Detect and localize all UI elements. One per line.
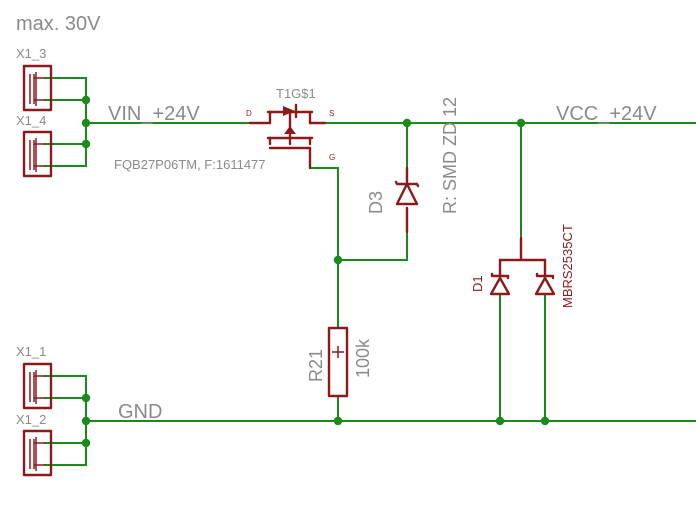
mosfet-t1: [248, 103, 327, 170]
junction-9: [81, 438, 91, 448]
resistor-body: [327, 326, 349, 398]
diode-right-triangle-icon: [534, 276, 556, 296]
resistor-r21: [327, 326, 349, 398]
resistor-name: R21: [306, 349, 326, 382]
mosfet-pin-g: G: [329, 153, 335, 162]
junction-6: [333, 255, 343, 265]
mosfet-pin-s: S: [329, 109, 334, 118]
resistor-value: 100k: [353, 338, 373, 378]
connector-x1-2-label: X1_2: [16, 412, 46, 427]
connector-x1-3: [22, 64, 53, 112]
mosfet-value: FQB27P06TM, F:1611477: [114, 157, 266, 172]
mosfet-name: T1G$1: [276, 86, 316, 101]
connector-x1-3-label: X1_3: [16, 46, 46, 61]
diode-right-bar-icon: [535, 272, 555, 280]
zener-d3: [394, 166, 420, 234]
connector-x1-4-body: [22, 130, 53, 178]
connector-x1-1-body: [22, 362, 53, 410]
junction-5: [516, 118, 526, 128]
junction-12: [540, 416, 550, 426]
mosfet-arrow-icon: [284, 126, 296, 134]
connector-x1-2: [22, 429, 53, 477]
net-label-gnd: GND: [118, 401, 162, 423]
junction-2: [81, 118, 91, 128]
max-voltage-label: max. 30V: [16, 13, 101, 35]
net-label-vcc: VCC_+24V: [556, 103, 657, 125]
diode-name: D1: [470, 275, 485, 292]
wires: [44, 77, 696, 466]
junction-10: [333, 416, 343, 426]
zener-value: R: SMD ZD 12: [440, 97, 460, 214]
zener-name: D3: [366, 191, 386, 214]
connector-x1-3-body: [22, 64, 53, 112]
junctions: [81, 95, 550, 448]
junction-4: [402, 118, 412, 128]
zener-triangle-icon: [395, 182, 419, 206]
connector-x1-1-label: X1_1: [16, 344, 46, 359]
connector-x1-4-label: X1_4: [16, 113, 46, 128]
junction-3: [81, 139, 91, 149]
junction-11: [495, 416, 505, 426]
diode-left-bar-icon: [490, 272, 510, 280]
mosfet-pin-d: D: [246, 109, 252, 118]
junction-1: [81, 95, 91, 105]
mosfet-body-diode-icon: [283, 106, 295, 116]
net-label-vin: VIN_+24V: [108, 103, 200, 125]
diode-value: MBRS2535CT: [560, 224, 575, 308]
connector-x1-2-body: [22, 429, 53, 477]
diode-d1: [489, 236, 556, 296]
zener-bar-icon: [394, 180, 420, 188]
connector-x1-1: [22, 362, 53, 410]
connector-x1-4: [22, 130, 53, 178]
junction-7: [81, 393, 91, 403]
diode-left-triangle-icon: [489, 276, 511, 296]
junction-8: [81, 416, 91, 426]
